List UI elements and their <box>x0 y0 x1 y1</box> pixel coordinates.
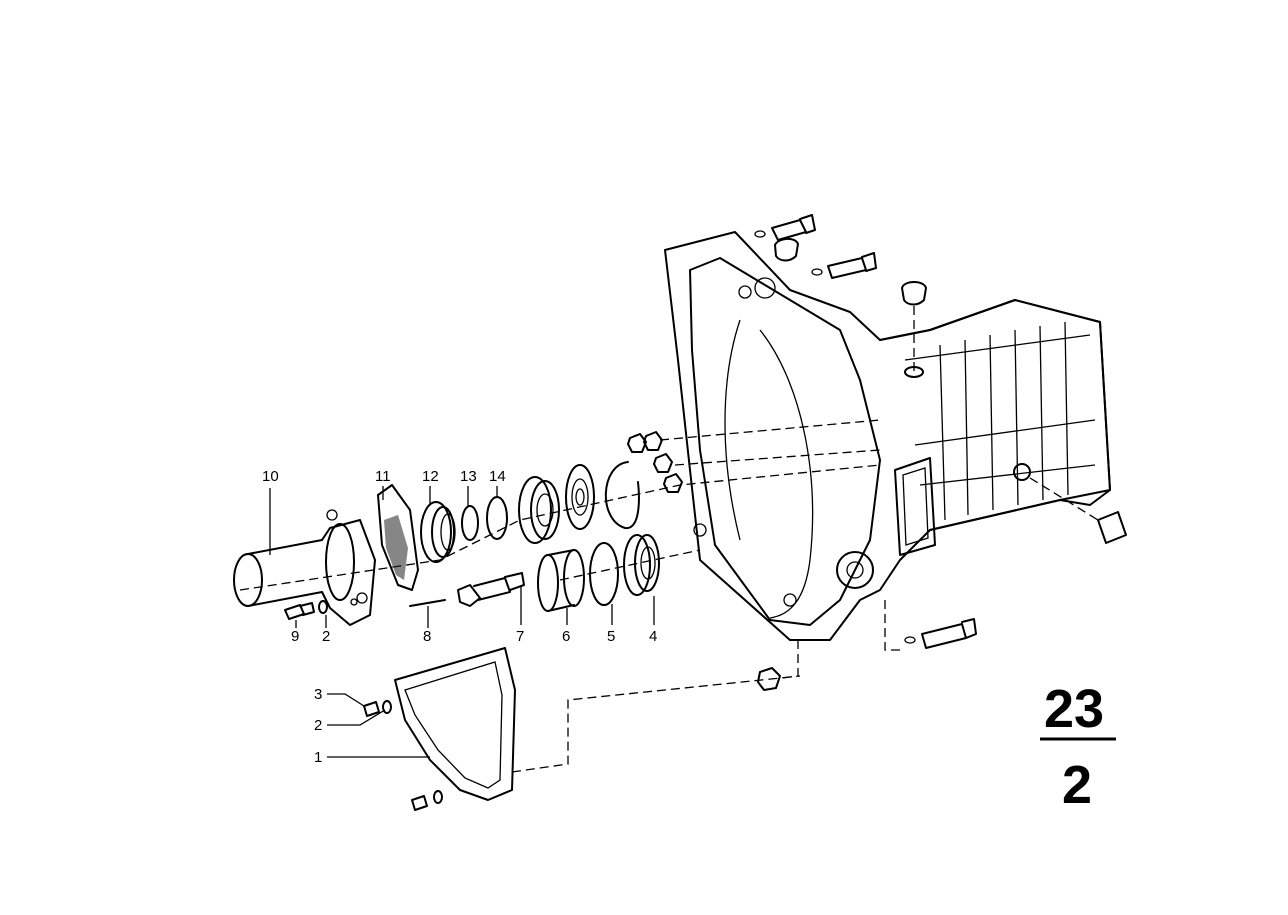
callout-4: 4 <box>649 628 657 645</box>
part-10-guide-tube <box>233 509 376 626</box>
part-13-ring <box>461 505 479 541</box>
bolt-bottom <box>884 600 977 651</box>
callout-1: 1 <box>314 749 322 766</box>
bearing-upper <box>518 476 560 544</box>
callout-11: 11 <box>375 468 391 485</box>
axis-line-mid <box>674 449 881 466</box>
callout-5: 5 <box>607 628 615 645</box>
plug-top <box>774 237 799 262</box>
part-14-ring <box>486 496 508 540</box>
axis-line-upper <box>659 419 881 441</box>
part-3-bolt <box>363 701 380 717</box>
deflector-disc <box>565 464 595 530</box>
part-4-bearing <box>623 534 660 596</box>
part-2-washer <box>318 600 328 614</box>
group-number: 23 2 <box>1040 679 1116 815</box>
bolt-top-2 <box>811 252 877 279</box>
bolt-top-1 <box>754 214 816 241</box>
callout-13: 13 <box>460 468 477 485</box>
drain-plug <box>1029 477 1127 544</box>
group-number-main: 23 <box>1044 679 1104 739</box>
breather-plug <box>901 281 927 378</box>
callout-2-upper: 2 <box>322 628 330 645</box>
snap-ring-upper <box>604 461 640 529</box>
callout-10: 10 <box>262 468 279 485</box>
callout-14: 14 <box>489 468 506 485</box>
part-5-ring <box>589 542 619 606</box>
part-11-gasket <box>377 484 419 591</box>
leader-lines <box>269 486 655 758</box>
part-2-washer-lower <box>382 700 392 714</box>
callout-7: 7 <box>516 628 524 645</box>
callout-8: 8 <box>423 628 431 645</box>
part-7-pivot <box>457 572 525 607</box>
nut-bottom <box>757 640 799 691</box>
part-8-pin <box>409 599 446 607</box>
cover-bolt-lower <box>411 790 443 811</box>
part-1-cover-plate <box>394 647 801 801</box>
axis-line-main <box>239 464 881 591</box>
part-12-seal <box>420 501 456 563</box>
callout-12: 12 <box>422 468 439 485</box>
nuts-cluster <box>627 431 683 493</box>
callout-9: 9 <box>291 628 299 645</box>
callout-2-lower: 2 <box>314 717 322 734</box>
callout-6: 6 <box>562 628 570 645</box>
group-number-sub: 2 <box>1062 755 1092 815</box>
part-6-cap <box>537 549 585 612</box>
part-9-bolt <box>284 602 315 620</box>
axis-line-lower <box>559 549 701 581</box>
transmission-housing <box>664 231 1111 641</box>
callout-3: 3 <box>314 686 322 703</box>
